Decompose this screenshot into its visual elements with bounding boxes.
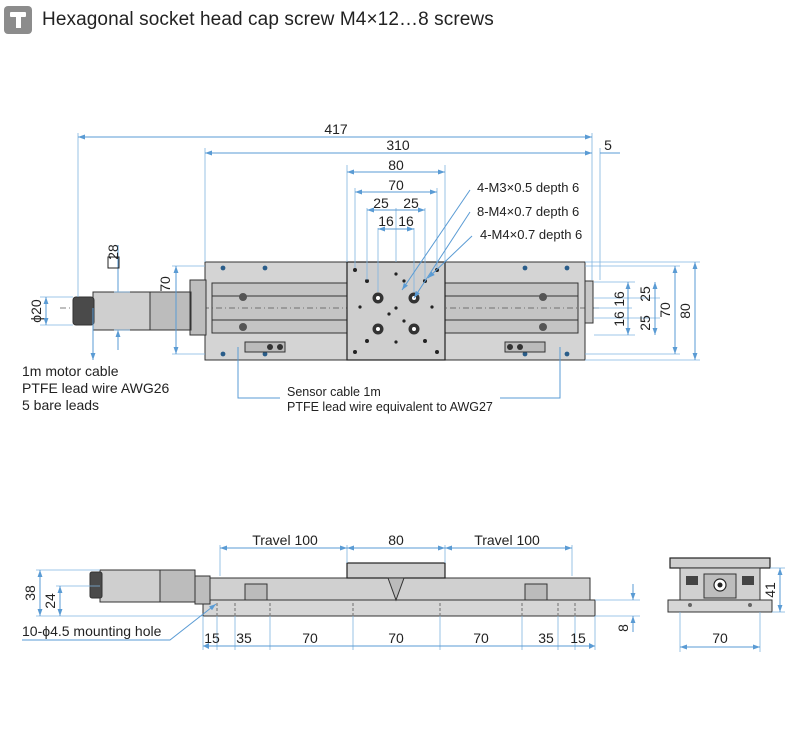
dim-bottom-70-b: 70 xyxy=(388,630,404,646)
dim-bottom-15-right: 15 xyxy=(570,630,586,646)
motor-cable-line-3: 5 bare leads xyxy=(22,397,99,413)
callout-m4-holes-2: 4-M4×0.7 depth 6 xyxy=(480,227,582,242)
dim-end-height-41: 41 xyxy=(762,582,778,598)
dim-hole-16-right: 16 xyxy=(398,213,414,229)
dim-travel-right: Travel 100 xyxy=(474,532,540,548)
dim-body-height-left: 70 xyxy=(157,276,173,292)
end-view: 41 70 xyxy=(667,557,785,652)
motor-cable-line-1: 1m motor cable xyxy=(22,363,119,379)
dim-right-25-bottom: 25 xyxy=(637,315,653,331)
sensor-cable-line-2: PTFE lead wire equivalent to AWG27 xyxy=(287,400,493,414)
dim-hole-25-left: 25 xyxy=(373,195,389,211)
dim-base-length: 310 xyxy=(386,137,410,153)
side-base xyxy=(202,599,596,617)
dim-bottom-70-a: 70 xyxy=(302,630,318,646)
motor-flange xyxy=(189,279,207,336)
side-view: Travel 100 80 Travel 100 38 24 10-ϕ4.5 m… xyxy=(22,532,640,650)
callout-m4-holes-1: 8-M4×0.7 depth 6 xyxy=(477,204,579,219)
side-table xyxy=(346,562,446,579)
mounting-hole-label: 10-ϕ4.5 mounting hole xyxy=(22,623,162,639)
dim-travel-left: Travel 100 xyxy=(252,532,318,548)
dim-right-70: 70 xyxy=(657,302,673,318)
dim-right-16-bottom: 16 xyxy=(611,311,627,327)
dim-hole-16-left: 16 xyxy=(378,213,394,229)
dim-right-80: 80 xyxy=(677,303,693,319)
dim-end-offset: 5 xyxy=(604,137,612,153)
dim-bottom-15-left: 15 xyxy=(204,630,220,646)
callout-m3-holes: 4-M3×0.5 depth 6 xyxy=(477,180,579,195)
dim-side-table: 80 xyxy=(388,532,404,548)
dim-bottom-35-right: 35 xyxy=(538,630,554,646)
motor-shaft-cap xyxy=(72,296,95,326)
dim-motor-diameter: ϕ20 xyxy=(28,299,44,323)
dim-height-24: 24 xyxy=(42,593,58,609)
dim-bottom-70-c: 70 xyxy=(473,630,489,646)
dim-bottom-35-left: 35 xyxy=(236,630,252,646)
stage-table xyxy=(346,261,446,361)
dim-thickness-8: 8 xyxy=(615,624,631,632)
dim-overall-length: 417 xyxy=(324,121,348,137)
sensor-cable-line-1: Sensor cable 1m xyxy=(287,385,381,399)
end-table xyxy=(669,557,771,569)
dim-height-38: 38 xyxy=(22,585,38,601)
dim-hole-span-70: 70 xyxy=(388,177,404,193)
dim-table-width: 80 xyxy=(388,157,404,173)
dim-end-width-70: 70 xyxy=(712,630,728,646)
dim-hole-25-right: 25 xyxy=(403,195,419,211)
header: Hexagonal socket head cap screw M4×12…8 … xyxy=(4,5,494,35)
top-view: 417 310 5 80 70 25 25 16 16 4-M3×0.5 dep… xyxy=(22,121,700,414)
end-base xyxy=(667,599,773,613)
t-shaped-screw-icon xyxy=(4,6,32,34)
page-title: Hexagonal socket head cap screw M4×12…8 … xyxy=(42,9,494,30)
motor-cable-line-2: PTFE lead wire AWG26 xyxy=(22,380,170,396)
dim-right-16-top: 16 xyxy=(611,291,627,307)
dim-motor-square: 28 xyxy=(105,244,121,260)
dim-right-25-top: 25 xyxy=(637,286,653,302)
